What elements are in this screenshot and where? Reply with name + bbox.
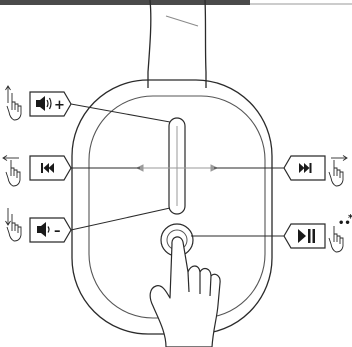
pressing-hand-illustration — [150, 237, 220, 347]
volume-down-callout: – — [30, 218, 71, 242]
tap-star: * — [348, 213, 352, 224]
play-pause-callout — [284, 224, 325, 248]
next-track-callout — [284, 156, 325, 180]
previous-track-callout — [30, 156, 71, 180]
swipe-forward-gesture-icon — [329, 156, 347, 187]
swipe-up-gesture-icon — [6, 86, 22, 120]
header-bar — [0, 0, 250, 5]
volume-up-callout: + — [30, 92, 71, 116]
tap-gesture-icon — [329, 226, 343, 252]
swipe-back-gesture-icon — [3, 156, 20, 187]
volume-down-minus: – — [54, 224, 61, 239]
headband — [148, 0, 206, 88]
swipe-down-gesture-icon — [6, 208, 22, 241]
volume-up-plus: + — [54, 98, 65, 113]
